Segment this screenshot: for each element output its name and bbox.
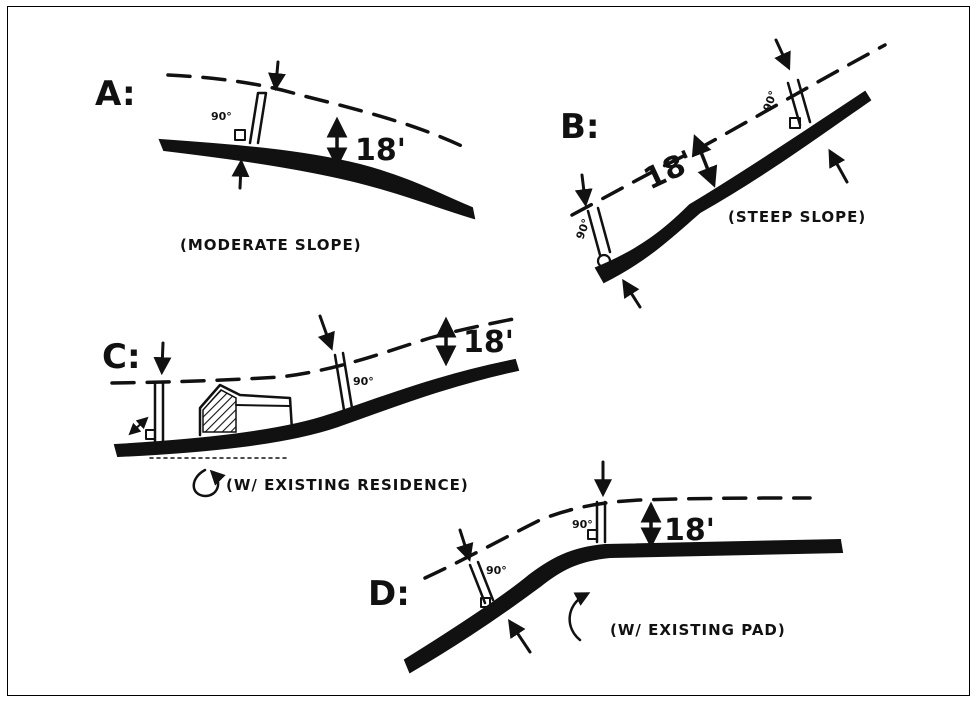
panel-d-right-post xyxy=(595,500,607,544)
panel-a-letter: A: xyxy=(95,74,136,114)
panel-b-dimension: 18' xyxy=(639,144,700,197)
panel-d-caption: (W/ EXISTING PAD) xyxy=(610,621,786,639)
panel-b-ground xyxy=(594,90,872,284)
panel-b-right-bottom-arrow-icon xyxy=(828,148,849,184)
panel-a: A: 90° 18' (MODERATE SLOPE) xyxy=(95,60,476,254)
panel-c-right-angle-mark xyxy=(145,429,156,440)
panel-a-angle: 90° xyxy=(211,110,232,123)
panel-b-left-post xyxy=(586,206,612,257)
panel-d-left-top-arrow-icon xyxy=(456,528,474,562)
panel-c-angle-arrow-icon xyxy=(128,416,149,436)
panel-a-top-arrow-icon xyxy=(268,60,286,92)
panel-b-left-bottom-arrow-icon xyxy=(622,278,642,309)
panel-a-height-envelope xyxy=(166,73,472,152)
panel-c-rotate-arrow-icon xyxy=(192,468,226,498)
panel-a-right-angle-mark xyxy=(234,129,246,141)
panel-b-angle-bottom: 90° xyxy=(574,217,593,241)
panel-c-right-top-arrow-icon xyxy=(317,314,335,351)
panel-d-height-envelope xyxy=(423,496,812,580)
panel-c-caption: (W/ EXISTING RESIDENCE) xyxy=(226,476,469,494)
panel-b-right-angle-mark xyxy=(789,117,801,129)
panel-b-angle-top: 90° xyxy=(761,89,780,113)
residence-hatched-wall xyxy=(202,389,237,433)
panel-c-dimension: 18' xyxy=(463,325,514,360)
panel-b-right-top-arrow-icon xyxy=(774,38,791,71)
panel-b-caption: (STEEP SLOPE) xyxy=(728,208,866,226)
panel-c-left-post xyxy=(153,381,165,446)
existing-residence xyxy=(198,383,294,437)
panel-d-bottom-arrow-icon xyxy=(508,619,532,654)
panel-a-ground xyxy=(158,138,476,220)
panel-d-left-right-angle-mark xyxy=(480,597,491,608)
panel-d-angle-right: 90° xyxy=(572,518,593,531)
panel-c: C: 90° 18' (W/ EXISTING RESIDENCE) xyxy=(102,314,520,498)
panel-a-bottom-arrow-icon xyxy=(231,158,250,190)
panel-b-letter: B: xyxy=(560,107,600,147)
panel-d: D: 90° 90° 18' (W/ EXISTING PAD) xyxy=(368,460,844,674)
panel-d-rotate-arrow-icon xyxy=(568,592,591,642)
panel-b: B: 90° 90° 18' (STEEP SLOPE) xyxy=(560,38,887,309)
panel-b-dimension-arrow-icon xyxy=(691,134,718,188)
panel-c-left-top-arrow-icon xyxy=(153,341,172,376)
panel-b-left-top-arrow-icon xyxy=(574,173,593,208)
panel-b-post-base xyxy=(596,253,612,269)
panel-a-caption: (MODERATE SLOPE) xyxy=(180,236,362,254)
panel-d-right-right-angle-mark xyxy=(587,529,598,540)
panel-c-right-post xyxy=(333,351,354,412)
panel-d-left-post xyxy=(468,560,495,605)
panel-c-height-envelope xyxy=(110,316,520,385)
panel-d-letter: D: xyxy=(368,574,410,614)
panel-d-dimension: 18' xyxy=(664,513,715,548)
panel-d-ground xyxy=(403,538,844,674)
panel-d-angle-left: 90° xyxy=(486,564,507,577)
panel-c-ground xyxy=(113,358,520,458)
residence-roof-line xyxy=(235,404,291,407)
panel-a-dimension: 18' xyxy=(355,133,406,168)
panel-a-post xyxy=(248,91,268,145)
panel-c-letter: C: xyxy=(102,337,141,377)
panel-c-angle: 90° xyxy=(353,375,374,388)
